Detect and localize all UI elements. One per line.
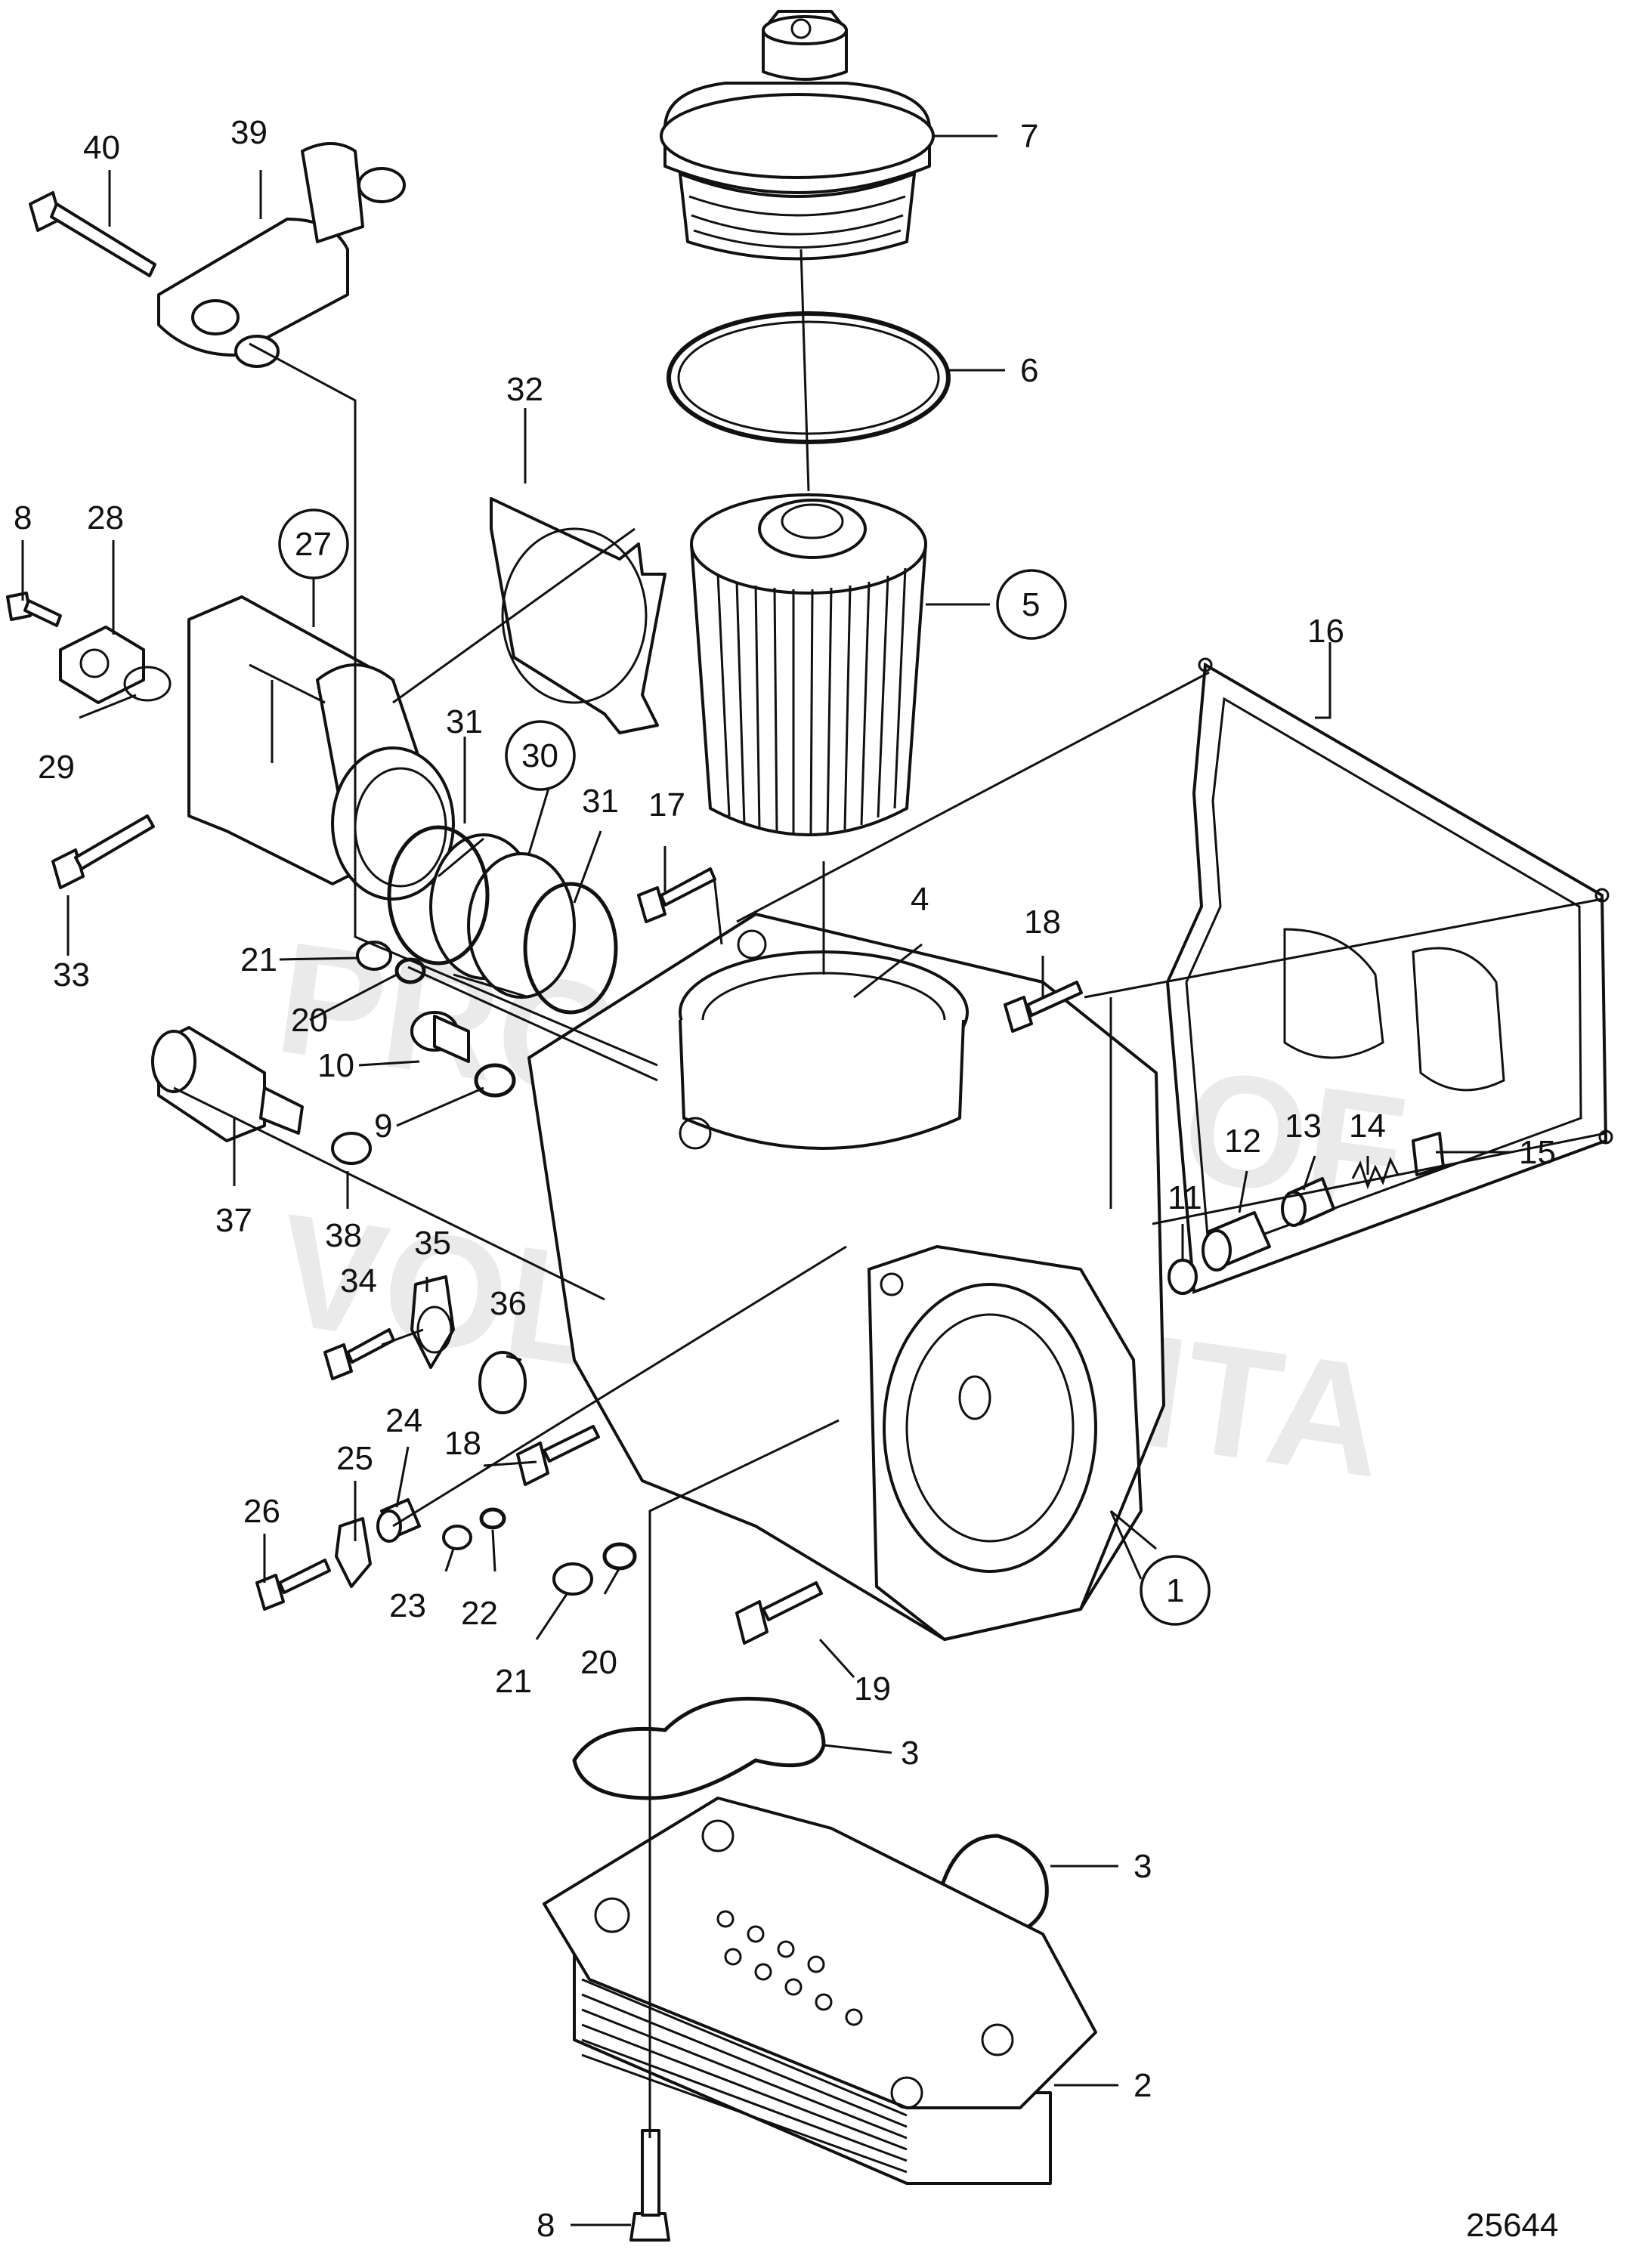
callout-label: 23 bbox=[389, 1587, 426, 1624]
callout-label: 24 bbox=[385, 1402, 422, 1439]
pressure-sensor bbox=[151, 1026, 304, 1142]
bolt bbox=[255, 1559, 331, 1611]
washer bbox=[602, 1542, 637, 1571]
callout-label: 39 bbox=[230, 114, 268, 151]
callout-label: 29 bbox=[38, 749, 75, 786]
callout-label: 25 bbox=[336, 1440, 373, 1477]
callout-label: 17 bbox=[648, 786, 685, 823]
callout-label: 14 bbox=[1349, 1108, 1386, 1145]
callout-label: 27 bbox=[295, 526, 332, 563]
callout-label: 15 bbox=[1519, 1134, 1556, 1171]
callout-label: 21 bbox=[240, 941, 277, 978]
callout-circle bbox=[278, 508, 349, 579]
callout-label: 2 bbox=[1134, 2067, 1152, 2104]
plug bbox=[356, 941, 392, 971]
bolt bbox=[516, 1425, 600, 1486]
callout-label: 35 bbox=[414, 1225, 451, 1262]
retaining-clip bbox=[1412, 1132, 1445, 1176]
callout-label: 3 bbox=[901, 1735, 919, 1772]
callout-label: 34 bbox=[340, 1262, 377, 1299]
callout-circle bbox=[505, 720, 576, 791]
oil-filter-element bbox=[690, 493, 927, 836]
drawing-number: 25644 bbox=[1466, 2207, 1558, 2244]
callout-label: 21 bbox=[495, 1663, 532, 1700]
washer bbox=[474, 1063, 516, 1098]
cover-plate bbox=[59, 626, 172, 704]
callout-label: 16 bbox=[1307, 613, 1344, 650]
callouts: 7 6 5 4 16 40 39 32 8 28 27 29 31 30 31 … bbox=[14, 114, 1556, 2244]
cover-plate bbox=[410, 1275, 455, 1369]
callout-label: 38 bbox=[325, 1217, 362, 1254]
oil-cooler-seal bbox=[572, 1696, 826, 1800]
callout-label: 18 bbox=[1024, 904, 1061, 941]
oil-filter-housing bbox=[527, 913, 1165, 1641]
callout-label: 32 bbox=[506, 371, 543, 408]
oil-filter-cap bbox=[660, 10, 935, 261]
bolt bbox=[637, 867, 716, 923]
plug bbox=[410, 1011, 470, 1063]
callout-circle bbox=[1140, 1555, 1211, 1626]
callout-label: 37 bbox=[215, 1202, 252, 1239]
leader-lines bbox=[21, 134, 1511, 2226]
spring bbox=[1351, 1157, 1399, 1190]
callout-label: 36 bbox=[490, 1285, 527, 1322]
bracket bbox=[157, 142, 406, 368]
callout-label: 8 bbox=[537, 2207, 555, 2244]
thermostat bbox=[429, 833, 576, 999]
thermostat-housing bbox=[187, 595, 455, 901]
bolt bbox=[29, 191, 156, 277]
o-ring bbox=[666, 311, 951, 444]
callout-label: 10 bbox=[317, 1047, 354, 1084]
callout-label: 26 bbox=[243, 1493, 280, 1530]
callout-label: 22 bbox=[461, 1595, 498, 1632]
callout-label: 20 bbox=[580, 1644, 617, 1681]
callout-label: 3 bbox=[1134, 1848, 1152, 1885]
bolt bbox=[6, 592, 62, 627]
bolt bbox=[1004, 981, 1083, 1033]
plug bbox=[552, 1562, 593, 1596]
callout-label: 31 bbox=[446, 703, 483, 740]
bolt bbox=[735, 1581, 823, 1645]
callout-label: 4 bbox=[911, 881, 929, 918]
clamp bbox=[335, 1517, 372, 1588]
seal bbox=[1168, 1259, 1198, 1295]
thermostat-gasket bbox=[490, 497, 666, 734]
callout-label: 30 bbox=[521, 737, 558, 774]
alignment-lines bbox=[173, 249, 1607, 2138]
washer bbox=[479, 1507, 506, 1530]
callout-label: 7 bbox=[1020, 118, 1038, 155]
seal-ring bbox=[387, 825, 618, 1015]
callout-label: 31 bbox=[582, 783, 619, 820]
bolt bbox=[51, 814, 155, 889]
bolt bbox=[629, 2129, 670, 2242]
callout-label: 13 bbox=[1285, 1108, 1322, 1145]
callout-label: 8 bbox=[14, 499, 32, 536]
sleeve bbox=[376, 1498, 421, 1543]
callout-label: 33 bbox=[53, 956, 90, 993]
callout-label: 12 bbox=[1224, 1123, 1261, 1160]
seal bbox=[478, 1351, 527, 1414]
plug bbox=[442, 1525, 472, 1550]
callout-label: 5 bbox=[1022, 586, 1040, 623]
callout-label: 18 bbox=[444, 1425, 481, 1462]
callout-circle bbox=[996, 569, 1067, 640]
callout-label: 19 bbox=[854, 1670, 891, 1707]
callout-label: 40 bbox=[83, 129, 120, 166]
callout-label: 28 bbox=[87, 499, 124, 536]
housing-gasket bbox=[1165, 657, 1613, 1294]
callout-label: 6 bbox=[1020, 352, 1038, 389]
o-ring bbox=[331, 1132, 372, 1165]
callout-label: 1 bbox=[1166, 1572, 1184, 1609]
valve-piston bbox=[1202, 1211, 1271, 1272]
oil-cooler bbox=[543, 1797, 1097, 2185]
callout-label: 9 bbox=[374, 1108, 392, 1145]
callout-label: 11 bbox=[1168, 1179, 1202, 1216]
callout-label: 20 bbox=[291, 1002, 328, 1039]
